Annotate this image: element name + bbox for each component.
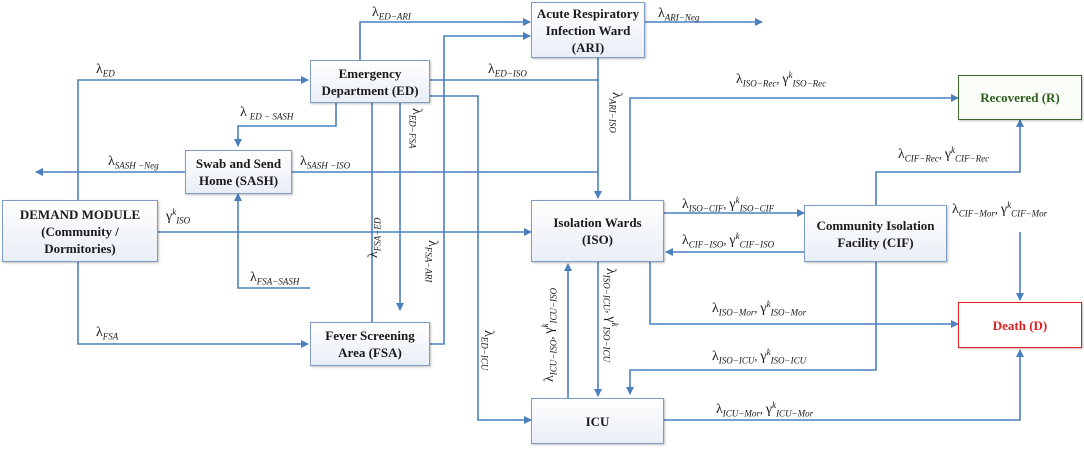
arrow-demand-ed bbox=[77, 76, 309, 200]
label-iso-demand: γkISO bbox=[166, 207, 191, 226]
label-fsa-ed: λFSA−ED bbox=[366, 217, 383, 258]
node-cif-label: Community Isolation Facility (CIF) bbox=[816, 217, 935, 250]
label-iso-mor: λISO−Mor, γkISO−Mor bbox=[712, 299, 807, 318]
arrow-demand-fsa bbox=[77, 262, 309, 348]
label-cif-mor: λCIF−Mor, γkCIF−Mor bbox=[952, 200, 1048, 219]
label-icu-iso: λICU−ISO, γkICU−ISO bbox=[540, 287, 559, 382]
label-fsa-ari: λFSA−ARI bbox=[423, 240, 440, 283]
label-ed-iso: λED−ISO bbox=[488, 62, 527, 79]
label-ed-fsa: λED−FSA bbox=[407, 108, 424, 149]
node-iso: Isolation Wards (ISO) bbox=[531, 200, 664, 262]
arrow-ed-sash bbox=[234, 103, 337, 147]
node-cif: Community Isolation Facility (CIF) bbox=[804, 205, 947, 262]
arrow-fsa-sash bbox=[234, 193, 310, 289]
node-ari: Acute Respiratory Infection Ward (ARI) bbox=[531, 2, 645, 58]
arrow-icu-death bbox=[664, 349, 1024, 421]
label-fsa-sash: λFSA−SASH bbox=[250, 270, 300, 287]
label-sash-iso: λSASH −ISO bbox=[300, 154, 351, 171]
label-ari-iso: λARI−ISO bbox=[607, 92, 624, 133]
node-icu-label: ICU bbox=[585, 413, 610, 429]
label-iso-icu: λISO−ICU, γkISO−ICU bbox=[712, 347, 807, 366]
node-sash-label: Swab and Send Home (SASH) bbox=[195, 156, 282, 188]
label-icu-mor: λICU−Mor, γkICU−Mor bbox=[716, 400, 814, 419]
node-recovered: Recovered (R) bbox=[958, 75, 1082, 120]
node-ed: Emergency Department (ED) bbox=[310, 60, 430, 103]
label-sash-neg: λSASH −Neg bbox=[108, 154, 159, 171]
label-cif-rec: λCIF−Rec, γkCIF−Rec bbox=[898, 145, 990, 164]
label-ed: λED bbox=[96, 62, 115, 79]
node-recovered-label: Recovered (R) bbox=[980, 90, 1060, 105]
label-iso-icu-vertical: λISO−ICU, γkISO−ICU bbox=[601, 268, 620, 363]
node-death-label: Death (D) bbox=[992, 317, 1048, 333]
node-fsa-label: Fever Screening Area (FSA) bbox=[325, 328, 415, 360]
node-death: Death (D) bbox=[958, 302, 1082, 348]
arrow-ed-ari bbox=[359, 18, 531, 60]
node-sash: Swab and Send Home (SASH) bbox=[185, 150, 292, 194]
node-icu: ICU bbox=[531, 398, 664, 444]
label-ed-sash: λ ED − SASH bbox=[240, 105, 294, 122]
label-iso-cif: λISO−CIF, γkISO−CIF bbox=[682, 195, 775, 214]
label-ari-neg: λARI−Neg bbox=[658, 6, 700, 23]
label-fsa: λFSA bbox=[96, 325, 119, 342]
node-fsa: Fever Screening Area (FSA) bbox=[310, 322, 430, 366]
arrow-fsa-ari bbox=[430, 32, 531, 345]
arrow-iso-death bbox=[649, 262, 959, 328]
node-iso-label: Isolation Wards (ISO) bbox=[553, 215, 642, 247]
node-ed-label: Emergency Department (ED) bbox=[321, 65, 419, 98]
label-ed-ari: λED−ARI bbox=[372, 5, 411, 22]
label-cif-iso: λCIF−ISO, γkCIF−ISO bbox=[682, 231, 775, 250]
node-demand-module: DEMAND MODULE (Community / Dormitories) bbox=[2, 200, 158, 262]
arrow-iso-rec bbox=[629, 94, 959, 200]
node-ari-label: Acute Respiratory Infection Ward (ARI) bbox=[536, 5, 640, 55]
node-demand-label: DEMAND MODULE (Community / Dormitories) bbox=[19, 206, 141, 256]
arrow-cif-rec bbox=[875, 119, 1024, 205]
label-iso-rec: λISO−Rec, γkISO−Rec bbox=[736, 70, 827, 89]
label-ed-icu: λED−ICU bbox=[479, 330, 496, 371]
arrow-ed-icu bbox=[430, 95, 532, 424]
arrow-cif-icu bbox=[626, 260, 877, 395]
